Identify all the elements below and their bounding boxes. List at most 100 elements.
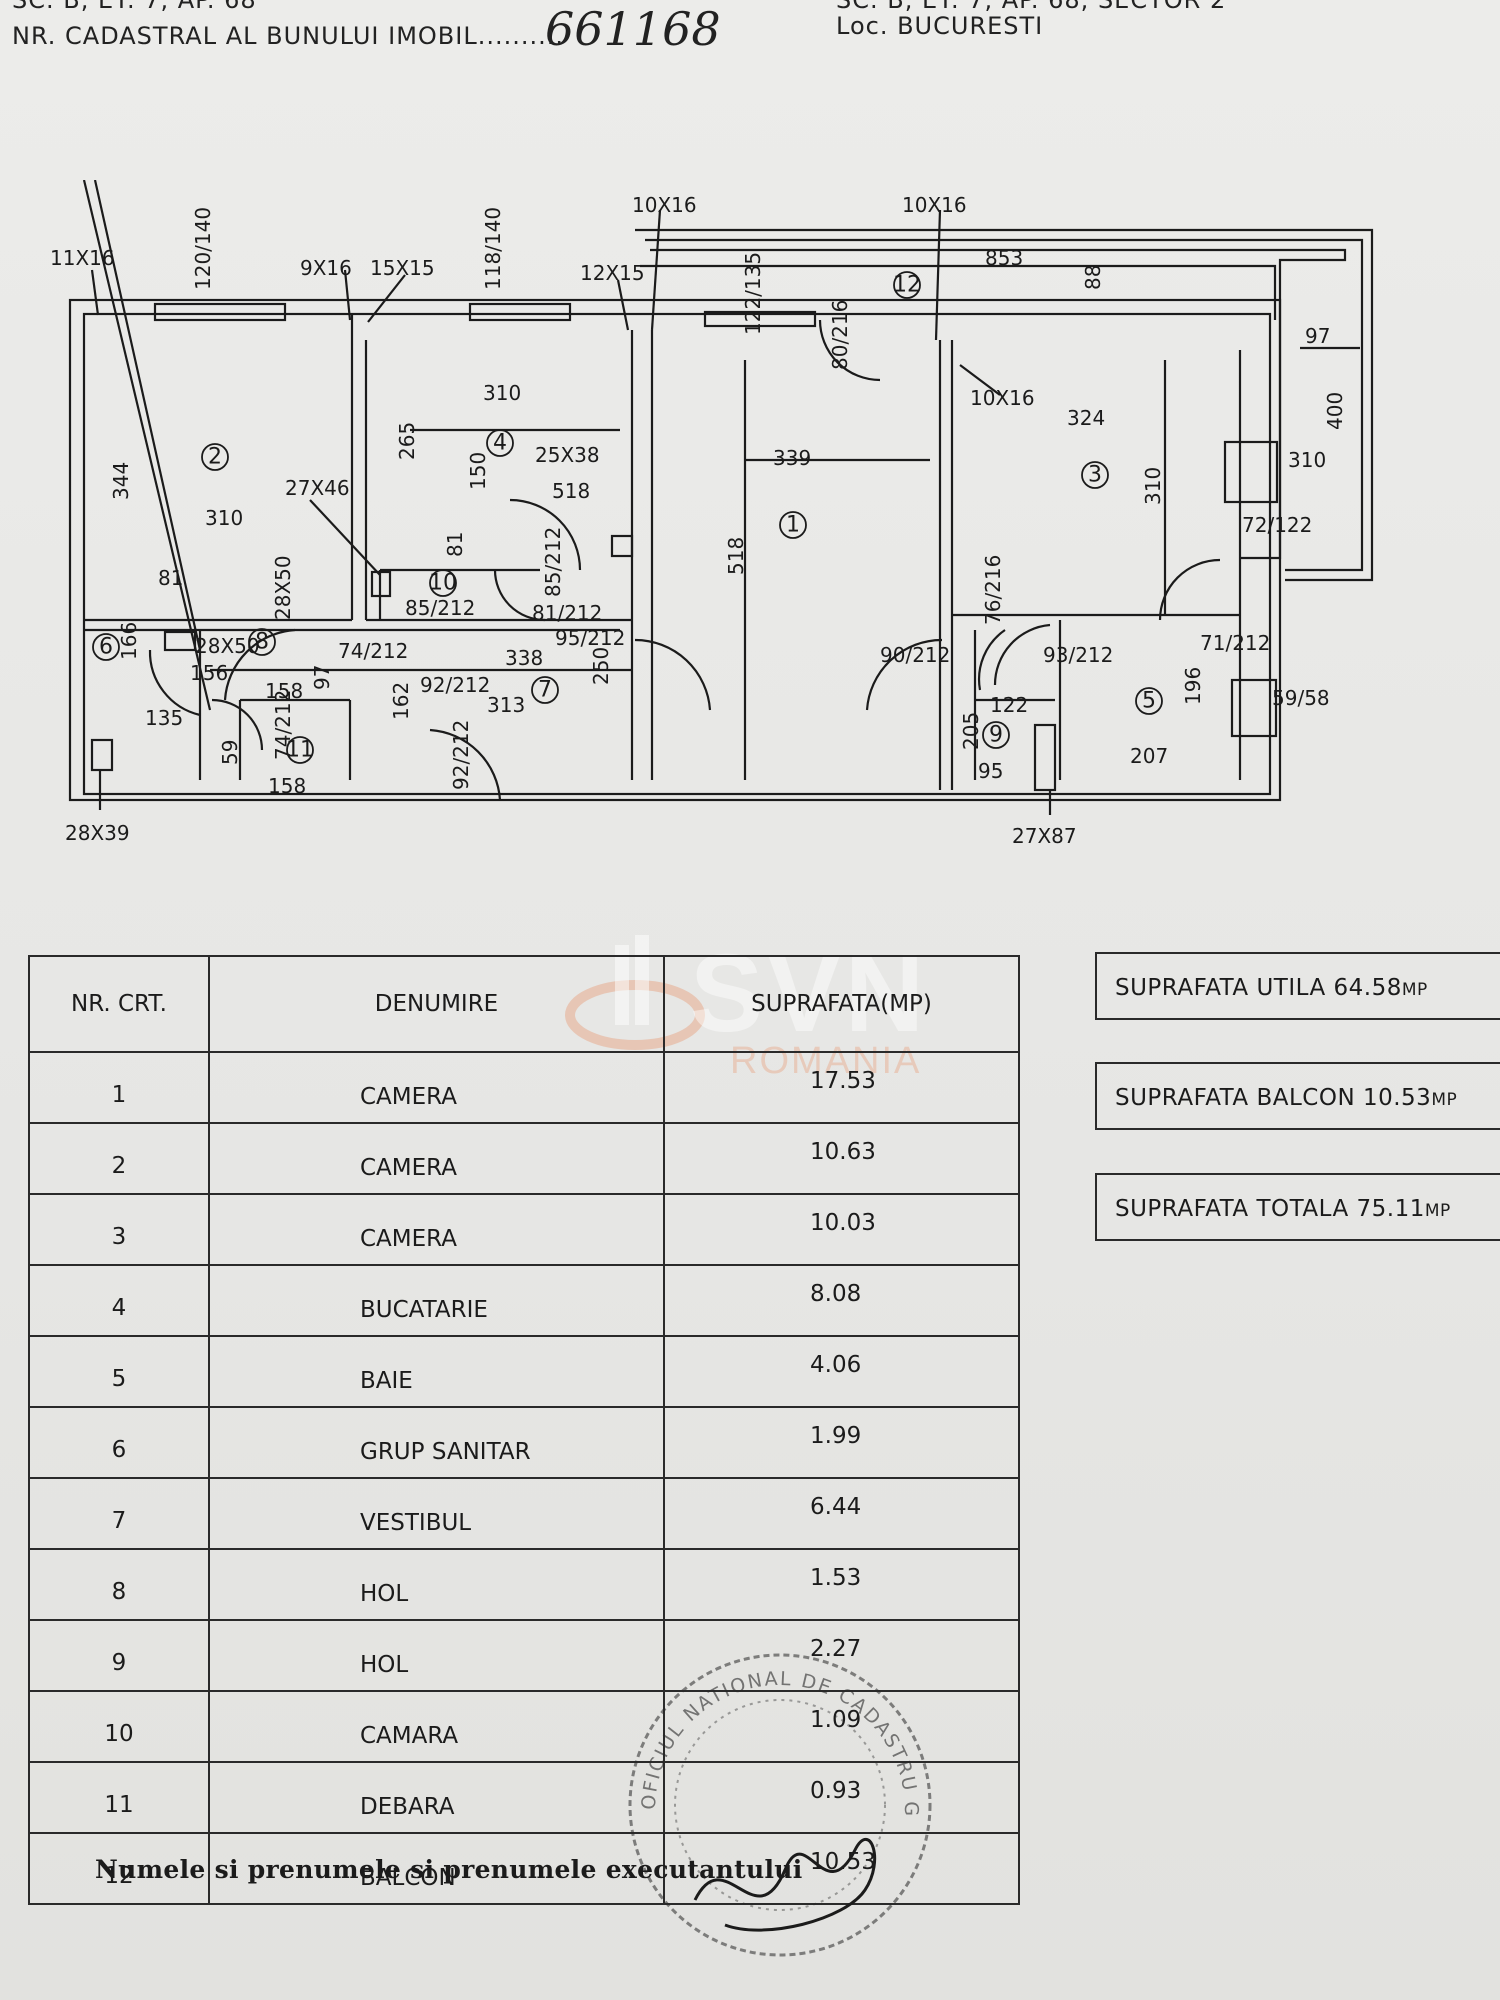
room-number-10: 10 [429, 571, 457, 596]
row-nr: 10 [28, 1690, 210, 1763]
dimension-label: 11X16 [50, 246, 115, 270]
dimension-label: 196 [1181, 667, 1205, 705]
dimension-label: 205 [959, 712, 983, 750]
dimension-label: 158 [265, 679, 303, 703]
row-denumire: CAMERA [208, 1193, 665, 1266]
dimension-label: 310 [205, 506, 243, 530]
row-suprafata: 10.03 [663, 1193, 1020, 1266]
dimension-label: 28X50 [271, 555, 295, 620]
row-suprafata: 1.53 [663, 1548, 1020, 1621]
dimension-label: 15X15 [370, 256, 435, 280]
room-number-2: 2 [208, 445, 222, 470]
row-suprafata: 2.27 [663, 1619, 1020, 1692]
dimension-label: 310 [1288, 448, 1326, 472]
dimension-label: 95/212 [555, 626, 625, 650]
dimension-label: 81 [443, 532, 467, 557]
row-nr: 1 [28, 1051, 210, 1124]
dimension-label: 310 [483, 381, 521, 405]
room-number-5: 5 [1142, 689, 1156, 714]
dimension-label: 156 [190, 661, 228, 685]
locality: Loc. BUCURESTI [836, 12, 1044, 40]
summary-value: 64.58 [1333, 975, 1402, 1001]
row-denumire: BALCON [208, 1832, 665, 1905]
dimension-label: 118/140 [481, 207, 505, 290]
row-nr: 8 [28, 1548, 210, 1621]
summary-label: SUPRAFATA TOTALA [1115, 1196, 1349, 1222]
row-denumire: BUCATARIE [208, 1264, 665, 1337]
row-suprafata: 0.93 [663, 1761, 1020, 1834]
row-nr: 4 [28, 1264, 210, 1337]
dimension-label: 97 [1305, 324, 1330, 348]
dimension-label: 518 [724, 537, 748, 575]
dimension-label: 59/58 [1272, 686, 1330, 710]
summary-utila: SUPRAFATA UTILA 64.58MP [1095, 952, 1500, 1020]
row-denumire: HOL [208, 1619, 665, 1692]
dimension-label: 27X46 [285, 476, 350, 500]
dimension-label: 313 [487, 693, 525, 717]
dimension-label: 76/216 [981, 555, 1005, 625]
room-number-8: 8 [255, 630, 269, 655]
dimension-label: 12X15 [580, 261, 645, 285]
row-denumire: BAIE [208, 1335, 665, 1408]
summary-unit: MP [1401, 980, 1428, 1000]
dimension-label: 207 [1130, 744, 1168, 768]
room-number-4: 4 [493, 431, 507, 456]
row-suprafata: 10.63 [663, 1122, 1020, 1195]
row-suprafata: 4.06 [663, 1335, 1020, 1408]
dimension-label: 10X16 [632, 193, 697, 217]
dimension-label: 85/212 [405, 596, 475, 620]
dimension-label: 265 [395, 422, 419, 460]
row-suprafata: 1.09 [663, 1690, 1020, 1763]
dimension-label: 166 [117, 622, 141, 660]
summary-balcon: SUPRAFATA BALCON 10.53MP [1095, 1062, 1500, 1130]
row-denumire: CAMARA [208, 1690, 665, 1763]
room-number-3: 3 [1088, 463, 1102, 488]
dimension-label: 97 [310, 665, 334, 690]
col-header-nr: NR. CRT. [28, 955, 210, 1053]
row-denumire: CAMERA [208, 1051, 665, 1124]
row-nr: 3 [28, 1193, 210, 1266]
dimension-label: 122 [990, 693, 1028, 717]
svg-text:OFICIUL NATIONAL DE CADASTRU G: OFICIUL NATIONAL DE CADASTRU GEODEZIE SI… [615, 1640, 922, 1818]
room-number-11: 11 [286, 738, 314, 763]
dimension-label: 92/212 [420, 673, 490, 697]
room-number-1: 1 [786, 513, 800, 538]
row-nr: 5 [28, 1335, 210, 1408]
dimension-label: 9X16 [300, 256, 352, 280]
row-denumire: VESTIBUL [208, 1477, 665, 1550]
dimension-label: 518 [552, 479, 590, 503]
summary-label: SUPRAFATA BALCON [1115, 1085, 1356, 1111]
summary-value: 75.11 [1356, 1196, 1425, 1222]
dimension-label: 88 [1081, 265, 1105, 290]
dimension-label: 338 [505, 646, 543, 670]
signature-icon [693, 1837, 877, 1932]
dimension-label: 90/212 [880, 643, 950, 667]
dimension-label: 74/212 [271, 690, 295, 760]
address-line-right: SC. B, ET. 7, AP. 68, SECTOR 2 [836, 0, 1227, 14]
dimension-label: 400 [1323, 392, 1347, 430]
room-number-12: 12 [893, 273, 921, 298]
col-header-denumire: DENUMIRE [208, 955, 665, 1053]
dimension-label: 59 [218, 740, 242, 765]
dimension-label: 80/216 [828, 300, 852, 370]
dimension-label: 310 [1141, 467, 1165, 505]
dimension-label: 853 [985, 246, 1023, 270]
dimension-label: 339 [773, 446, 811, 470]
row-nr: 7 [28, 1477, 210, 1550]
dimension-label: 71/212 [1200, 631, 1270, 655]
dimension-label: 25X38 [535, 443, 600, 467]
dimension-label: 250 [589, 647, 613, 685]
cadastral-label: NR. CADASTRAL AL BUNULUI IMOBIL.........… [12, 22, 564, 50]
dimension-label: 344 [109, 462, 133, 500]
address-line-left: SC. B, ET. 7, AP. 68 [12, 0, 257, 14]
